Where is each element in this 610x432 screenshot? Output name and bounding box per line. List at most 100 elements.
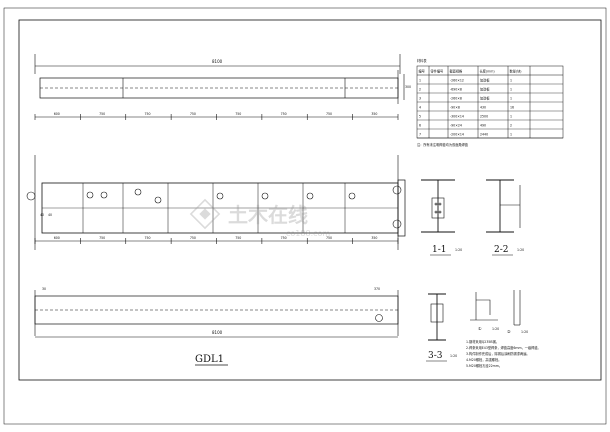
table-cell: 2 bbox=[419, 88, 421, 92]
span-dim-label: 750 bbox=[281, 112, 287, 116]
span-dim-label: 750 bbox=[326, 236, 332, 240]
detail-views: ① 1:20 ② 1:20 bbox=[470, 290, 528, 334]
part-balloon bbox=[306, 192, 314, 200]
table-cell: -200×14 bbox=[450, 133, 464, 137]
table-cell: 加劲板 bbox=[480, 96, 490, 101]
span-dim-label: 750 bbox=[99, 112, 105, 116]
section-mark-left bbox=[26, 191, 36, 201]
bottom-elevation: 8100 30 370 GDL1 bbox=[34, 287, 399, 366]
table-cell: 1 bbox=[510, 97, 512, 101]
table-cell: 1 bbox=[510, 133, 512, 137]
part-balloon bbox=[86, 191, 94, 199]
table-cells: 编号 零件编号 截面规格 长度(mm) 数量(块) 1 -260×12 加劲板 1 2 -690×8… bbox=[417, 69, 563, 139]
table-header: 零件编号 bbox=[431, 69, 444, 74]
table-cell: 430 bbox=[480, 106, 486, 110]
section-1-1: 1-1 1:20 bbox=[421, 179, 462, 256]
span-dim-label: 750 bbox=[190, 236, 196, 240]
top-total-dim: 8100 bbox=[212, 59, 223, 64]
section-2-2: 2-2 1:20 bbox=[486, 179, 524, 256]
span-dims-middle: 600 750 750 750 750 750 750 350 bbox=[34, 236, 399, 244]
part-balloon bbox=[348, 192, 356, 200]
svg-text:40: 40 bbox=[40, 213, 44, 217]
table-cell: 1 bbox=[419, 79, 421, 83]
section-2-label: 2-2 bbox=[494, 245, 509, 255]
watermark-logo-icon bbox=[189, 198, 221, 230]
table-header: 截面规格 bbox=[450, 69, 464, 74]
table-cell: 2500 bbox=[480, 115, 488, 119]
note-line: 1.钢材采用Q235B钢。 bbox=[466, 339, 499, 344]
section-2-scale: 1:20 bbox=[517, 248, 524, 252]
svg-text:30: 30 bbox=[42, 287, 46, 291]
table-cell: 1 bbox=[510, 79, 512, 83]
part-balloons bbox=[86, 188, 356, 204]
table-cell: -90×24 bbox=[450, 124, 462, 128]
span-dim-label: 750 bbox=[99, 236, 105, 240]
table-caption: 材料表 bbox=[417, 58, 427, 63]
span-dim-label: 600 bbox=[54, 112, 60, 116]
table-cell: 5 bbox=[419, 115, 421, 119]
svg-text:370: 370 bbox=[374, 287, 380, 291]
part-balloon bbox=[154, 196, 162, 204]
section-3-label: 3-3 bbox=[428, 351, 443, 361]
general-notes: 1.钢材采用Q235B钢。2.焊条采用E43型焊条，焊缝高度6mm，一级焊缝。3… bbox=[466, 339, 541, 368]
section-3-3: 3-3 1:20 bbox=[426, 293, 457, 362]
height-dim: 300 bbox=[405, 85, 411, 89]
detail-b-label: ② bbox=[507, 329, 511, 334]
table-header: 数量(块) bbox=[510, 69, 522, 74]
table-cell: 6 bbox=[419, 124, 421, 128]
section-3-scale: 1:20 bbox=[450, 354, 457, 358]
span-dim-label: 750 bbox=[235, 236, 241, 240]
span-dim-label: 750 bbox=[281, 236, 287, 240]
note-line: 4.M20螺栓，高强螺栓。 bbox=[466, 357, 501, 362]
note-line: 3.构件制作完成后，除锈后涂刷防锈漆两遍。 bbox=[466, 351, 530, 356]
table-cell: -260×12 bbox=[450, 79, 464, 83]
span-dim-label: 750 bbox=[144, 236, 150, 240]
table-cell: 490 bbox=[480, 124, 486, 128]
detail-a-label: ① bbox=[478, 326, 482, 331]
table-cell: -690×8 bbox=[450, 88, 462, 92]
watermark: 土木在线 co188.com bbox=[189, 198, 330, 238]
part-balloon bbox=[261, 192, 269, 200]
span-dim-label: 600 bbox=[54, 236, 60, 240]
svg-text:40: 40 bbox=[48, 213, 52, 217]
detail-b-scale: 1:20 bbox=[521, 330, 528, 334]
section-1-label: 1-1 bbox=[432, 245, 447, 255]
table-cell: 加劲板 bbox=[480, 87, 490, 92]
beam-plan bbox=[39, 77, 399, 99]
table-cell: -300×14 bbox=[450, 115, 464, 119]
middle-elevation: 600 750 750 750 750 750 750 350 40 40 bbox=[26, 155, 406, 250]
parts-table: 材料表 编号 零件编号 截面规格 长度(mm) 数量(块) 1 -260×12 加劲板 1 2 -6… bbox=[416, 58, 564, 147]
stiffener-lines bbox=[82, 183, 346, 233]
table-cell: 1 bbox=[510, 115, 512, 119]
table-cell: 7 bbox=[419, 133, 421, 137]
note-line: 2.焊条采用E43型焊条，焊缝高度6mm，一级焊缝。 bbox=[466, 345, 541, 350]
note-line: 5.M20螺栓孔径22mm。 bbox=[466, 363, 502, 368]
section-1-scale: 1:20 bbox=[455, 248, 462, 252]
table-cell: 16 bbox=[510, 106, 514, 110]
span-dim-label: 350 bbox=[371, 236, 377, 240]
table-cell: 1 bbox=[510, 88, 512, 92]
table-note: 注：所有未注明焊缝均为双面角焊缝 bbox=[417, 142, 469, 147]
table-cell: -260×8 bbox=[450, 97, 462, 101]
span-dim-label: 750 bbox=[144, 112, 150, 116]
span-dim-label: 750 bbox=[326, 112, 332, 116]
table-cell: 4 bbox=[419, 106, 421, 110]
watermark-cn: 土木在线 bbox=[228, 203, 308, 227]
part-balloon bbox=[100, 191, 108, 199]
outer-sheet-border bbox=[3, 7, 607, 425]
span-dim-label: 750 bbox=[190, 112, 196, 116]
table-cell: 3 bbox=[419, 97, 421, 101]
table-cell: 2 bbox=[510, 124, 512, 128]
watermark-en: co188.com bbox=[286, 229, 330, 238]
part-balloon bbox=[216, 192, 224, 200]
table-header: 编号 bbox=[419, 69, 425, 74]
end-plate bbox=[397, 179, 406, 237]
table-cell: 2440 bbox=[480, 133, 488, 137]
table-header: 长度(mm) bbox=[480, 69, 495, 74]
span-dim-label: 750 bbox=[235, 112, 241, 116]
drawing-title: GDL1 bbox=[195, 354, 224, 365]
table-cell: -90×8 bbox=[450, 106, 460, 110]
